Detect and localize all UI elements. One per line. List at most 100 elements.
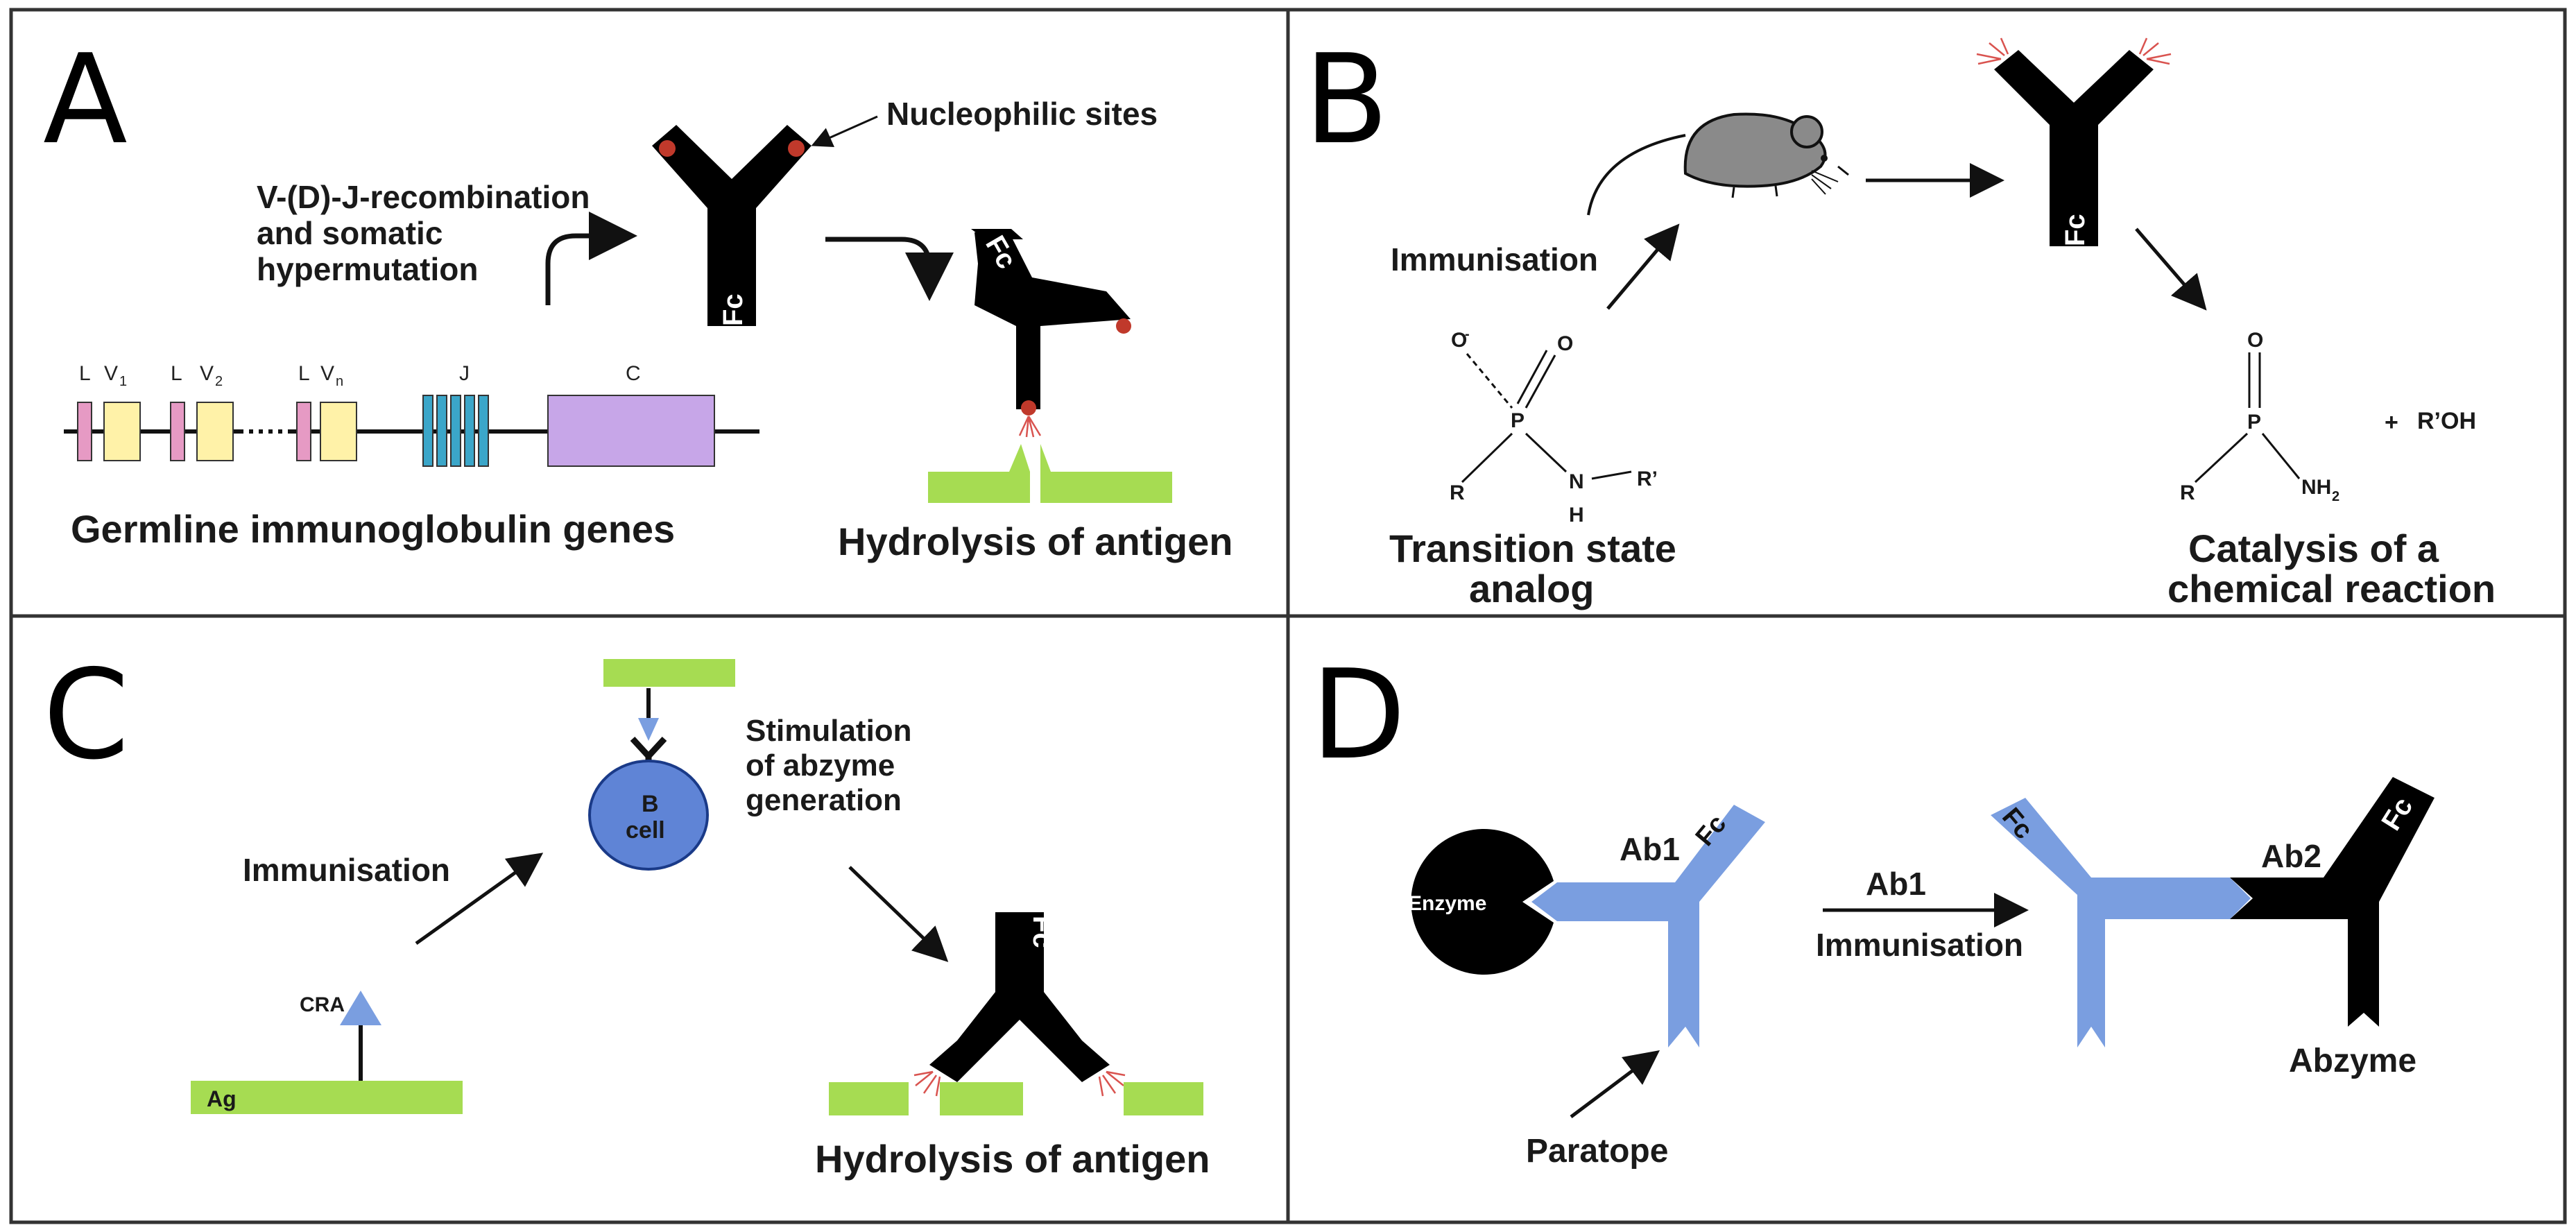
enzyme-shape [1411, 829, 1554, 975]
stimulation-line-1: Stimulation [746, 714, 912, 748]
svg-text:+: + [2385, 409, 2398, 436]
abzyme-label: Abzyme [2289, 1043, 2416, 1079]
arrow-to-antibody [545, 212, 637, 305]
panel-a: A Fc Nucleophilic sites V-(D)-J-recombin… [43, 28, 1233, 563]
ab1-label: Ab1 [1620, 831, 1680, 867]
svg-text:2: 2 [215, 374, 223, 389]
bcell-label-2: cell [626, 817, 665, 844]
svg-text:C: C [626, 362, 641, 385]
ab2-label: Ab2 [2261, 838, 2321, 874]
svg-text:-: - [1465, 327, 1470, 342]
fc-label: Fc [2060, 214, 2090, 246]
antigen-fragment [829, 1082, 909, 1115]
recombination-line-2: and somatic [257, 215, 443, 251]
nucleophile-dot [659, 140, 676, 157]
cra-triangle [340, 991, 381, 1025]
arrow-ab1-label: Ab1 [1866, 866, 1926, 902]
svg-text:L: L [79, 362, 91, 385]
arrow-to-hydrolysis [825, 237, 954, 301]
antigen-fragment [940, 1082, 1023, 1115]
product-structure: O P R NH 2 + R’OH [2180, 329, 2476, 504]
svg-text:R: R [2180, 481, 2195, 504]
svg-text:n: n [336, 374, 343, 389]
svg-text:P: P [1511, 409, 1525, 432]
svg-text:O: O [1557, 332, 1573, 355]
nucleophilic-sites-label: Nucleophilic sites [886, 96, 1158, 132]
cleavage-marks [913, 1070, 1126, 1097]
svg-text:V: V [320, 362, 334, 385]
immunisation-arrow [1606, 223, 1680, 310]
svg-text:O: O [1451, 329, 1467, 352]
svg-text:R’OH: R’OH [2417, 408, 2476, 434]
svg-text:L: L [298, 362, 310, 385]
antibody-b: Fc [1976, 37, 2172, 246]
recombination-line-1: V-(D)-J-recombination [257, 179, 590, 215]
panel-c-letter: C [43, 643, 129, 787]
paratope-label: Paratope [1526, 1133, 1668, 1170]
svg-text:V: V [104, 362, 118, 385]
enzyme-label: Enzyme [1408, 892, 1486, 915]
stimulation-line-2: of abzyme [746, 748, 895, 782]
bcell-label-1: B [642, 791, 659, 817]
svg-text:P: P [2247, 411, 2261, 434]
antigen-fragment [1040, 444, 1172, 503]
svg-text:R’: R’ [1637, 468, 1658, 490]
paratope-arrow [1570, 1050, 1660, 1118]
cra-triangle [638, 718, 659, 741]
antigen-bar [603, 659, 735, 687]
svg-text:L: L [171, 362, 182, 385]
stimulation-arrow [848, 866, 949, 962]
panel-a-letter: A [43, 28, 128, 171]
panel-c: C B cell Stimulation of abzyme generatio… [43, 643, 1210, 1181]
mouse-icon [1587, 112, 1849, 216]
b-cell [588, 760, 709, 871]
antibody-ab2: Fc [2230, 777, 2435, 1027]
catalysis-caption-2: chemical reaction [2167, 567, 2496, 610]
nucleophile-dot [1116, 318, 1131, 334]
stimulation-line-3: generation [746, 783, 902, 817]
gene-labels: L V 1 L V 2 L V n J C [79, 362, 641, 389]
svg-text:2: 2 [2332, 489, 2339, 504]
transition-state-structure: O - O P R N H R’ [1450, 327, 1658, 527]
svg-text:J: J [459, 362, 470, 385]
hydrolysis-caption-a: Hydrolysis of antigen [838, 520, 1233, 563]
ag-label: Ag [207, 1086, 237, 1111]
recombination-line-3: hypermutation [257, 251, 478, 287]
gene-track [64, 395, 759, 467]
panel-d: D Enzyme Fc Ab1 Paratope Ab1 Immunisatio… [1311, 643, 2435, 1170]
antibody-binding: Fc [971, 229, 1131, 416]
svg-text:1: 1 [119, 374, 127, 389]
cleavage-marks [1018, 416, 1042, 438]
immunisation-label-b: Immunisation [1391, 241, 1598, 277]
panel-d-letter: D [1311, 643, 1406, 787]
panel-b-letter: B [1304, 28, 1389, 171]
germline-caption: Germline immunoglobulin genes [71, 507, 675, 551]
antigen-fragment [1124, 1082, 1203, 1115]
fc-label: Fc [718, 293, 748, 326]
immunisation-label-c: Immunisation [243, 852, 450, 888]
nucleophile-dot [788, 140, 805, 157]
fc-label: Fc [1027, 916, 1058, 948]
immunisation-arrow-c [415, 853, 544, 946]
svg-text:NH: NH [2301, 476, 2331, 499]
antigen-fragment [928, 444, 1030, 503]
antibody-c: Fc [913, 912, 1126, 1097]
catalysis-caption-1: Catalysis of a [2188, 527, 2439, 570]
antibody-to-product-arrow [2135, 228, 2207, 311]
hydrolysis-caption-c: Hydrolysis of antigen [815, 1137, 1210, 1181]
svg-text:V: V [200, 362, 214, 385]
panel-frames [9, 8, 2567, 1224]
svg-text:O: O [2247, 329, 2263, 352]
ag-bar [191, 1081, 463, 1114]
nucleophile-dot [1021, 400, 1036, 416]
cra-label: CRA [300, 993, 345, 1016]
tsa-caption-1: Transition state [1389, 527, 1676, 570]
panel-b: B Immunisation Fc [1304, 28, 2496, 610]
svg-text:N: N [1569, 470, 1584, 493]
tsa-caption-2: analog [1469, 567, 1594, 610]
nucleophilic-arrow [811, 115, 878, 147]
antibody-ab1-copy: Fc [1991, 796, 2251, 1047]
svg-text:H: H [1569, 504, 1584, 527]
antibody-upright: Fc [652, 125, 812, 326]
